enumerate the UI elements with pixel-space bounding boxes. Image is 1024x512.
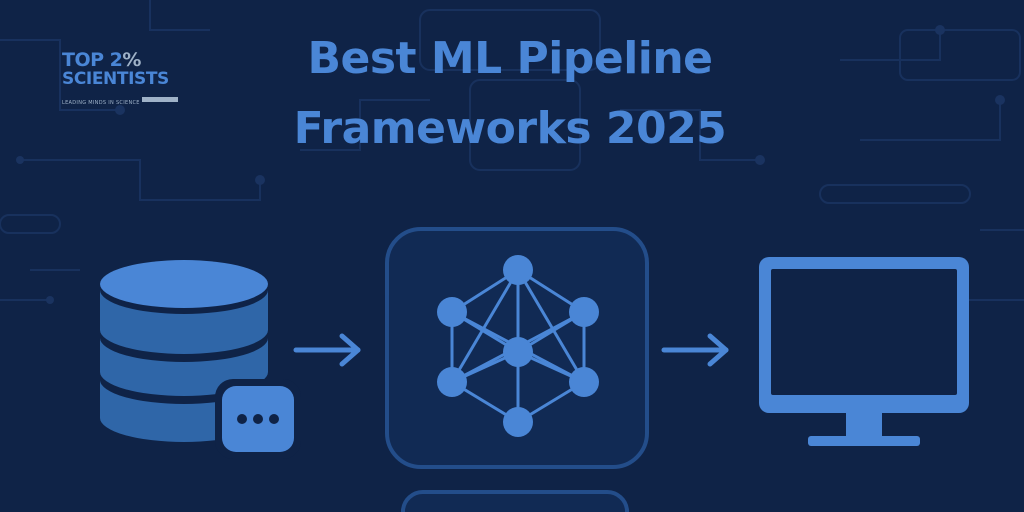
logo-line1: TOP 2% xyxy=(62,50,192,70)
logo-bar xyxy=(141,97,178,102)
logo-line1-text: TOP 2 xyxy=(62,49,123,71)
logo-tagline: LEADING MINDS IN SCIENCE xyxy=(62,100,140,106)
arrow-right-icon xyxy=(293,333,361,367)
logo-percent-symbol: % xyxy=(122,49,141,71)
monitor-icon xyxy=(759,257,969,446)
arrow-right-icon xyxy=(661,333,729,367)
title-line2: Frameworks 2025 xyxy=(293,103,727,154)
bottom-panel xyxy=(401,490,629,512)
title-line1: Best ML Pipeline xyxy=(307,33,713,84)
neural-network-icon xyxy=(437,255,599,437)
neural-network-panel xyxy=(385,227,649,469)
page-title: Best ML Pipeline Frameworks 2025 xyxy=(230,24,790,164)
brand-logo: TOP 2% SCIENTISTS LEADING MINDS IN SCIEN… xyxy=(62,50,192,108)
logo-line2: SCIENTISTS xyxy=(62,69,169,89)
chat-bubble-icon xyxy=(215,379,301,459)
